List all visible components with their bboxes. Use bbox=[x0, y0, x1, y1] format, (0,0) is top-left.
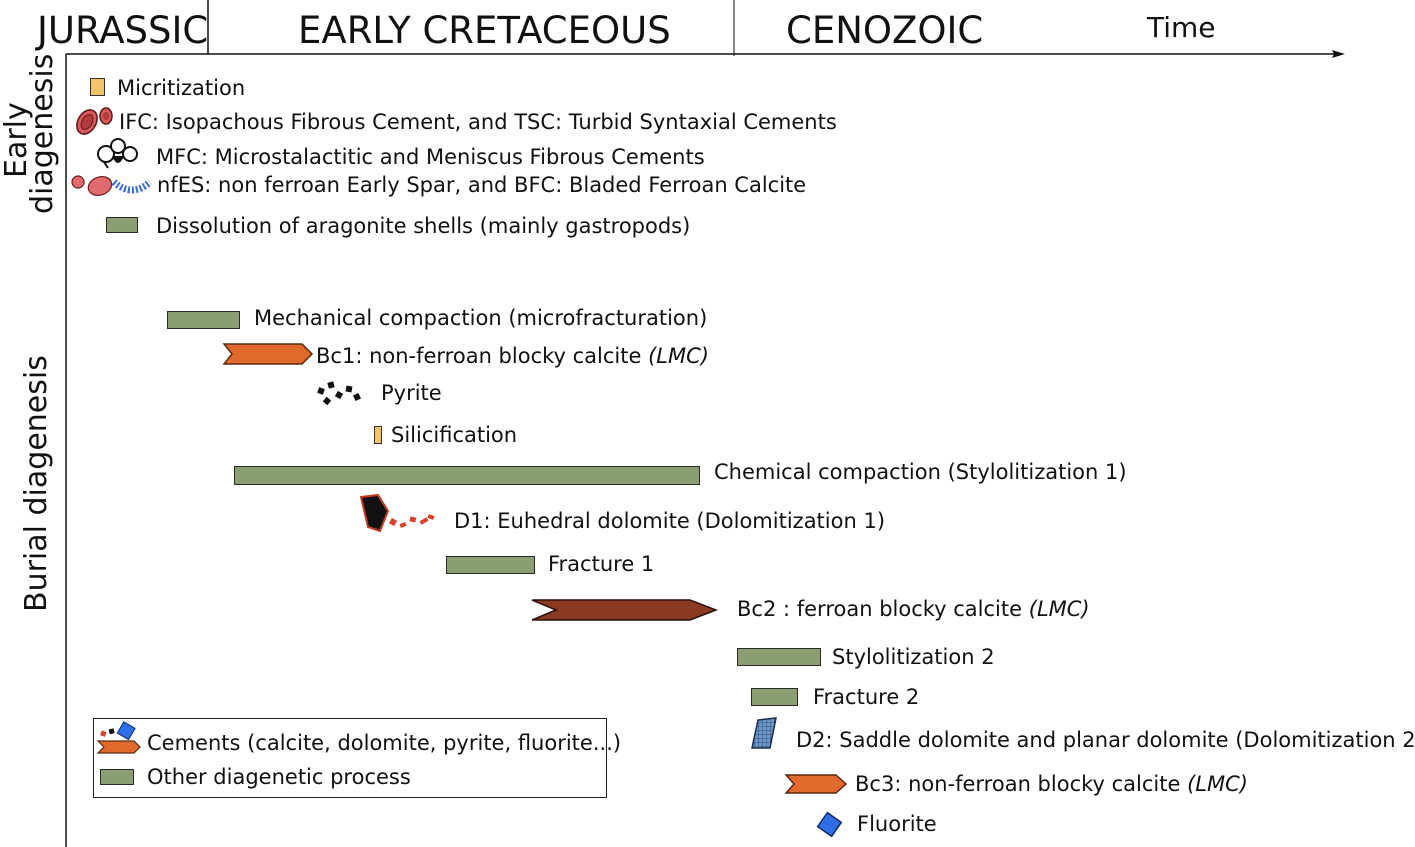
silicification-label: Silicification bbox=[391, 423, 518, 447]
bc1-arrow bbox=[222, 343, 314, 365]
pyrite-label: Pyrite bbox=[381, 381, 442, 405]
legend-box: Cements (calcite, dolomite, pyrite, fluo… bbox=[93, 718, 621, 798]
legend-cement-symbol bbox=[96, 721, 141, 754]
time-arrowhead bbox=[1332, 50, 1345, 58]
fracture1-bar bbox=[446, 556, 535, 574]
legend-cements-label: Cements (calcite, dolomite, pyrite, fluo… bbox=[147, 731, 622, 755]
bc3-text: Bc3: non-ferroan blocky calcite bbox=[855, 772, 1181, 796]
fracture1-label: Fracture 1 bbox=[548, 552, 655, 576]
early-diagenesis-label-2: diagenesis bbox=[25, 53, 60, 214]
d1-label: D1: Euhedral dolomite (Dolomitization 1) bbox=[454, 509, 886, 533]
bc1-label: Bc1: non-ferroan blocky calcite (LMC) bbox=[316, 346, 709, 367]
time-label: Time bbox=[1147, 11, 1216, 44]
era-jurassic: JURASSIC bbox=[37, 9, 209, 52]
mechanical-compaction-label: Mechanical compaction (microfracturation… bbox=[254, 306, 708, 330]
silicification-symbol bbox=[374, 426, 382, 444]
bc1-note: (LMC) bbox=[648, 344, 709, 368]
bc3-arrow bbox=[784, 774, 848, 794]
bc2-label: Bc2 : ferroan blocky calcite (LMC) bbox=[737, 599, 1090, 620]
stylolitization2-bar bbox=[737, 648, 821, 666]
dissolution-label: Dissolution of aragonite shells (mainly … bbox=[156, 214, 691, 238]
mfc-label: MFC: Microstalactitic and Meniscus Fibro… bbox=[156, 145, 705, 169]
micritization-label: Micritization bbox=[117, 76, 246, 100]
d2-saddle-dolomite-icon bbox=[751, 717, 777, 749]
d1-dolomite-icon bbox=[359, 493, 435, 533]
chemical-compaction-bar bbox=[234, 466, 700, 485]
legend-other-label: Other diagenetic process bbox=[147, 765, 411, 789]
mechanical-compaction-bar bbox=[167, 311, 240, 329]
fracture2-bar bbox=[751, 688, 798, 706]
dissolution-bar bbox=[106, 217, 138, 233]
micritization-symbol bbox=[90, 78, 105, 96]
fluorite-icon bbox=[816, 811, 843, 838]
legend-process-symbol bbox=[100, 769, 134, 785]
stylolitization2-label: Stylolitization 2 bbox=[832, 645, 995, 669]
bc2-note: (LMC) bbox=[1028, 597, 1090, 621]
burial-diagenesis-label: Burial diagenesis bbox=[19, 355, 54, 612]
bc3-label: Bc3: non-ferroan blocky calcite (LMC) bbox=[855, 774, 1248, 795]
nfes-label: nfES: non ferroan Early Spar, and BFC: B… bbox=[157, 173, 807, 197]
mfc-grains-icon bbox=[97, 138, 138, 169]
era-cenozoic: CENOZOIC bbox=[786, 9, 984, 52]
pyrite-crystals-icon bbox=[317, 381, 361, 406]
bc2-text: Bc2 : ferroan blocky calcite bbox=[737, 597, 1023, 621]
d2-label: D2: Saddle dolomite and planar dolomite … bbox=[796, 728, 1415, 752]
era-early-cretaceous: EARLY CRETACEOUS bbox=[298, 9, 671, 52]
ifc-grains-icon bbox=[76, 107, 113, 135]
fracture2-label: Fracture 2 bbox=[813, 685, 920, 709]
bc3-note: (LMC) bbox=[1187, 772, 1248, 796]
chemical-compaction-label: Chemical compaction (Stylolitization 1) bbox=[714, 460, 1127, 484]
bc1-text: Bc1: non-ferroan blocky calcite bbox=[316, 344, 642, 368]
fluorite-label: Fluorite bbox=[857, 812, 937, 836]
bc2-arrow bbox=[531, 599, 719, 621]
nfes-grains-icon bbox=[71, 175, 153, 197]
ifc-label: IFC: Isopachous Fibrous Cement, and TSC:… bbox=[119, 110, 837, 134]
